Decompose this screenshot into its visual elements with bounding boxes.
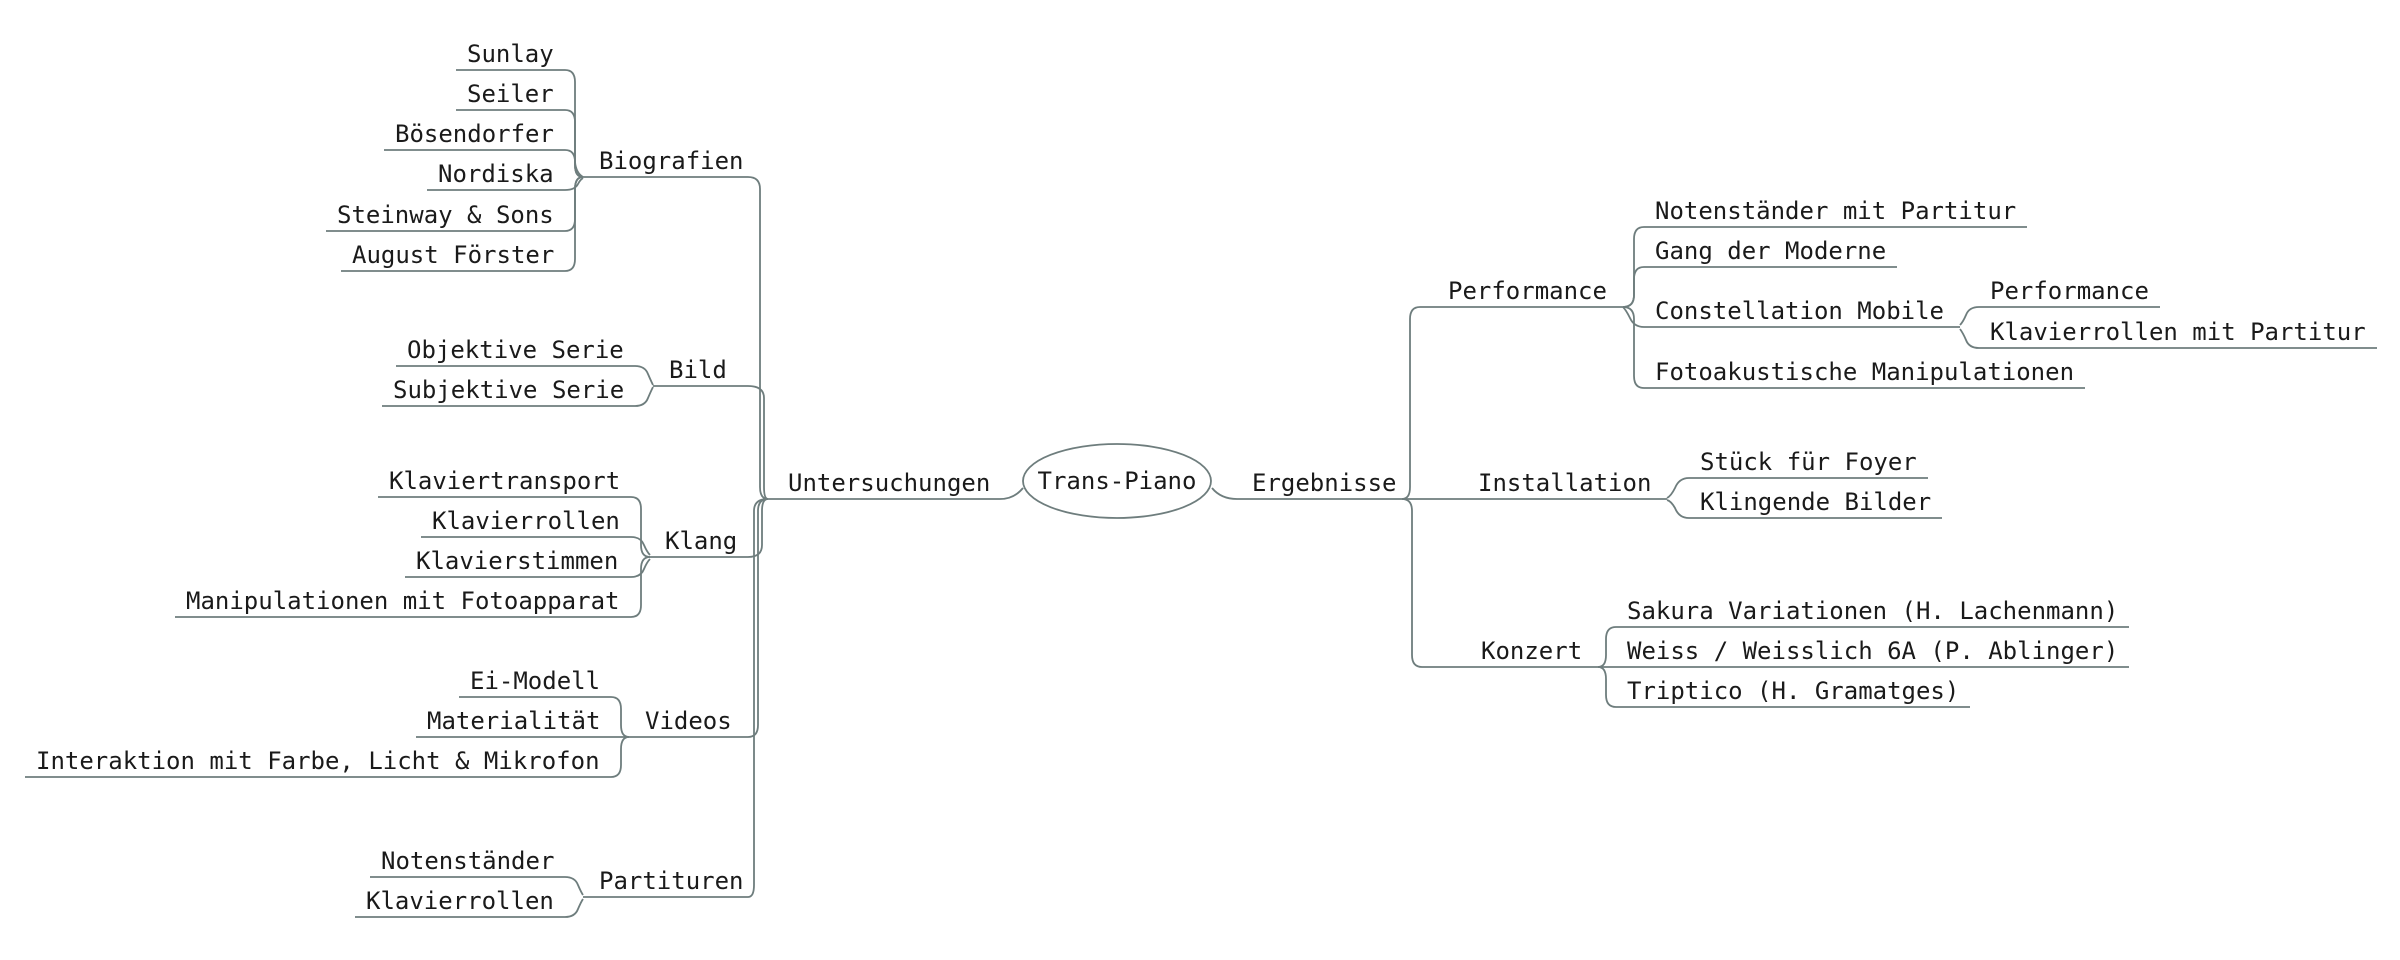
node-subjektive-serie[interactable]: Subjektive Serie: [393, 376, 624, 404]
node-boesendorfer[interactable]: Bösendorfer: [395, 120, 554, 148]
edge-constellation-mobile: [1622, 306, 1960, 328]
edge-triptico: [1597, 666, 1970, 708]
node-sunlay[interactable]: Sunlay: [467, 40, 554, 68]
node-root[interactable]: Trans-Piano: [1038, 467, 1197, 495]
edge-gang-der-moderne: [1622, 266, 1897, 308]
node-bild[interactable]: Bild: [669, 356, 727, 384]
edge-ergebnisse: [1211, 487, 1402, 500]
edge-klingende-bilder: [1666, 499, 1942, 519]
edge-klavierstimmen: [405, 558, 651, 578]
edge-partituren: [583, 498, 769, 898]
edge-notenstaender: [370, 876, 584, 896]
node-materialitaet[interactable]: Materialität: [427, 707, 600, 735]
node-sakura[interactable]: Sakura Variationen (H. Lachenmann): [1627, 597, 2118, 625]
edge-konzert: [1401, 498, 1598, 668]
node-biografien[interactable]: Biografien: [599, 147, 744, 175]
node-constellation-mobile[interactable]: Constellation Mobile: [1655, 297, 1944, 325]
edge-biografien: [583, 176, 769, 500]
node-klavierrollen-partituren[interactable]: Klavierrollen: [366, 887, 554, 915]
edge-performance: [1401, 306, 1623, 500]
node-fotoakustische[interactable]: Fotoakustische Manipulationen: [1655, 358, 2074, 386]
node-klingende-bilder[interactable]: Klingende Bilder: [1700, 488, 1931, 516]
edge-nordiska: [427, 177, 584, 191]
node-interaktion[interactable]: Interaktion mit Farbe, Licht & Mikrofon: [36, 747, 600, 775]
edge-klavierrollen-partituren: [355, 898, 584, 918]
node-nordiska[interactable]: Nordiska: [438, 160, 554, 188]
node-manipulationen[interactable]: Manipulationen mit Fotoapparat: [186, 587, 619, 615]
nodes-layer: Trans-Piano Untersuchungen Ergebnisse Bi…: [36, 40, 2366, 915]
node-notenstaender-mit-partitur[interactable]: Notenständer mit Partitur: [1655, 197, 2016, 225]
node-steinway[interactable]: Steinway & Sons: [337, 201, 554, 229]
root-bubble[interactable]: [1022, 443, 1212, 519]
edge-klavierrollen-klang: [421, 536, 651, 556]
edge-klavierrollen-mit-partitur: [1959, 328, 2377, 349]
edge-sakura: [1597, 626, 2129, 668]
node-konzert[interactable]: Konzert: [1481, 637, 1582, 665]
edge-klaviertransport: [378, 496, 651, 558]
node-performance-sub[interactable]: Performance: [1990, 277, 2149, 305]
edge-stueck-fuer-foyer: [1666, 477, 1928, 499]
edge-untersuchungen: [768, 487, 1024, 500]
edge-interaktion: [25, 736, 630, 778]
node-partituren[interactable]: Partituren: [599, 867, 744, 895]
node-videos[interactable]: Videos: [645, 707, 732, 735]
edge-objektive-serie: [396, 365, 654, 386]
node-klaviertransport[interactable]: Klaviertransport: [389, 467, 620, 495]
node-triptico[interactable]: Triptico (H. Gramatges): [1627, 677, 1959, 705]
node-gang-der-moderne[interactable]: Gang der Moderne: [1655, 237, 1886, 265]
node-installation[interactable]: Installation: [1478, 469, 1651, 497]
edge-subjektive-serie: [382, 386, 654, 407]
node-ergebnisse[interactable]: Ergebnisse: [1252, 469, 1397, 497]
node-ei-modell[interactable]: Ei-Modell: [470, 667, 600, 695]
node-performance[interactable]: Performance: [1448, 277, 1607, 305]
node-august-foerster[interactable]: August Förster: [352, 241, 554, 269]
node-klavierrollen-mit-partitur[interactable]: Klavierrollen mit Partitur: [1990, 318, 2366, 346]
edge-ei-modell: [459, 696, 630, 738]
edge-manipulationen: [175, 556, 651, 618]
edge-august-foerster: [341, 176, 584, 272]
edge-performance-sub: [1959, 306, 2160, 326]
edges-layer: [25, 69, 2377, 918]
node-klavierrollen-klang[interactable]: Klavierrollen: [432, 507, 620, 535]
node-seiler[interactable]: Seiler: [467, 80, 554, 108]
edge-seiler: [456, 109, 584, 178]
node-objektive-serie[interactable]: Objektive Serie: [407, 336, 624, 364]
node-klavierstimmen[interactable]: Klavierstimmen: [416, 547, 618, 575]
edge-boesendorfer: [384, 149, 584, 178]
node-untersuchungen[interactable]: Untersuchungen: [788, 469, 990, 497]
node-weiss[interactable]: Weiss / Weisslich 6A (P. Ablinger): [1627, 637, 2118, 665]
edge-bild: [653, 385, 769, 500]
node-stueck-fuer-foyer[interactable]: Stück für Foyer: [1700, 448, 1917, 476]
edge-fotoakustische: [1622, 306, 2085, 389]
node-notenstaender[interactable]: Notenständer: [381, 847, 554, 875]
node-klang[interactable]: Klang: [665, 527, 737, 555]
